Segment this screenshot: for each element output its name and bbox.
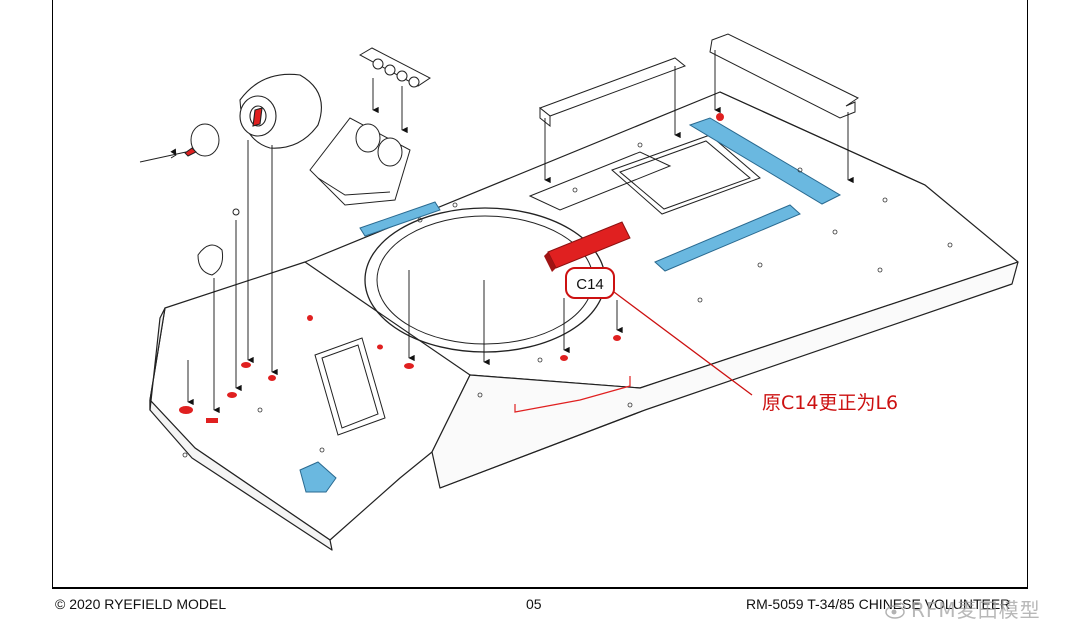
watermark: RFM麦田模型 bbox=[885, 594, 1041, 624]
callout-part-code: C14 bbox=[576, 276, 604, 293]
watermark-text: RFM麦田模型 bbox=[911, 598, 1041, 622]
clamp-part bbox=[197, 208, 240, 276]
correction-note: 原C14更正为L6 bbox=[762, 392, 898, 414]
callout-c14: C14 bbox=[565, 267, 615, 299]
dome-hatch-part bbox=[239, 73, 322, 149]
footer-copyright: © 2020 RYEFIELD MODEL bbox=[55, 596, 227, 612]
red-placement-guide bbox=[514, 376, 631, 413]
transmission-hatch-part bbox=[309, 117, 411, 206]
frame-left-border bbox=[52, 0, 53, 588]
blue-highlight-parts bbox=[299, 117, 842, 493]
headlight-part bbox=[139, 123, 220, 163]
assembly-diagram: C14 原C14更正为L6 bbox=[139, 33, 1019, 551]
engine-deck-hatches bbox=[314, 134, 761, 436]
footer-product-title: RM-5059 T-34/85 CHINESE VOLUNTEER bbox=[746, 596, 1011, 612]
footer-page-number: 05 bbox=[526, 596, 542, 612]
callout-leader-line bbox=[613, 291, 753, 396]
red-locator-marks bbox=[179, 113, 724, 423]
frame-bottom-border bbox=[52, 587, 1028, 589]
hinge-rack-part bbox=[358, 47, 431, 88]
red-part-bar bbox=[544, 221, 631, 272]
assembly-arrows bbox=[170, 50, 854, 414]
weibo-icon bbox=[885, 600, 907, 624]
rear-plate-part bbox=[538, 33, 859, 128]
frame-right-border bbox=[1027, 0, 1028, 588]
